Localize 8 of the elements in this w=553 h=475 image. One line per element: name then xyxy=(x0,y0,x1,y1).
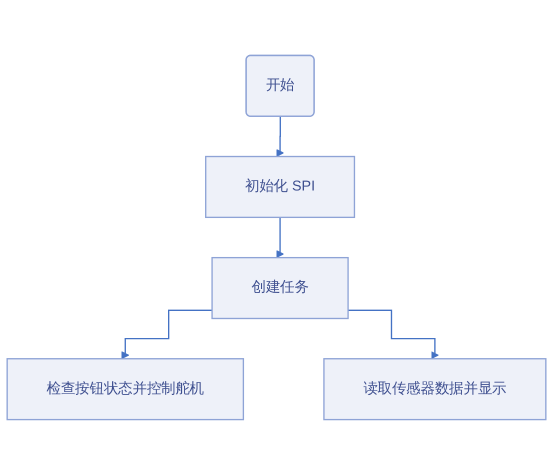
arrow xyxy=(348,310,439,360)
arrow xyxy=(276,216,284,258)
node-box: 读取传感器数据并显示 xyxy=(323,358,546,420)
arrow xyxy=(276,116,284,157)
arrow xyxy=(121,310,212,360)
node-box: 检查按钮状态并控制舵机 xyxy=(6,358,244,420)
node-box: 初始化 SPI xyxy=(205,156,356,218)
node-box: 创建任务 xyxy=(211,256,349,320)
